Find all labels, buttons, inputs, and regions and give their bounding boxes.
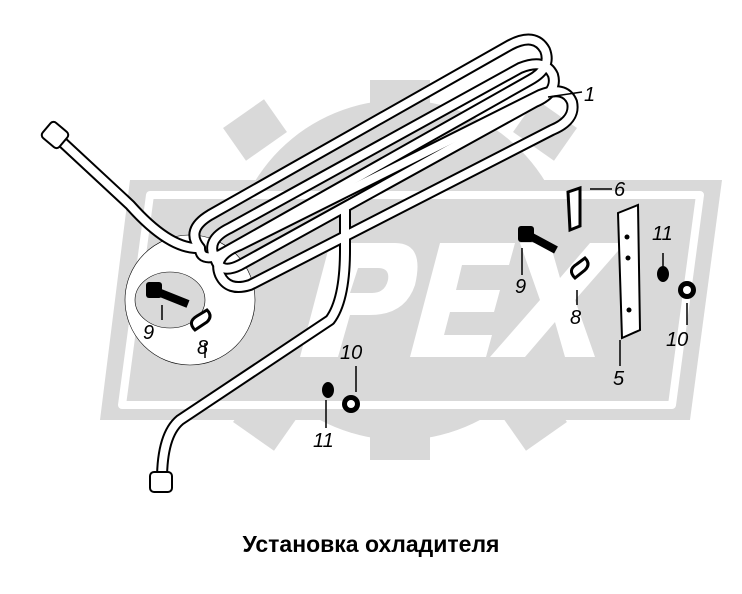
callout-10: 10 xyxy=(340,342,363,364)
callout-8: 8 xyxy=(197,337,209,359)
callout-8: 8 xyxy=(570,307,582,329)
clip-6 xyxy=(566,185,582,233)
washers-nuts xyxy=(322,266,696,413)
clamp-left xyxy=(190,308,212,332)
callout-9: 9 xyxy=(515,276,527,298)
callout-11: 11 xyxy=(313,430,334,452)
watermark-letter-x xyxy=(490,243,625,357)
callout-6: 6 xyxy=(614,179,626,201)
cooler-coil xyxy=(54,33,579,486)
callout-10: 10 xyxy=(666,329,689,351)
leader-lines xyxy=(161,91,688,428)
callout-11: 11 xyxy=(652,223,673,245)
watermark-letter-e xyxy=(410,243,515,357)
watermark-letter-p xyxy=(300,243,418,357)
callout-5: 5 xyxy=(613,368,625,390)
pipe-nut-top xyxy=(40,120,70,150)
pipe-nut-bottom xyxy=(149,471,173,493)
bolt-left xyxy=(146,282,190,308)
watermark-logo xyxy=(100,80,722,460)
callout-1: 1 xyxy=(584,84,596,106)
bolt-right xyxy=(518,226,558,254)
clamp-right xyxy=(570,256,590,281)
bracket-5 xyxy=(616,203,642,340)
diagram-caption: Установка охладителя xyxy=(242,531,500,557)
callout-9: 9 xyxy=(143,322,155,344)
